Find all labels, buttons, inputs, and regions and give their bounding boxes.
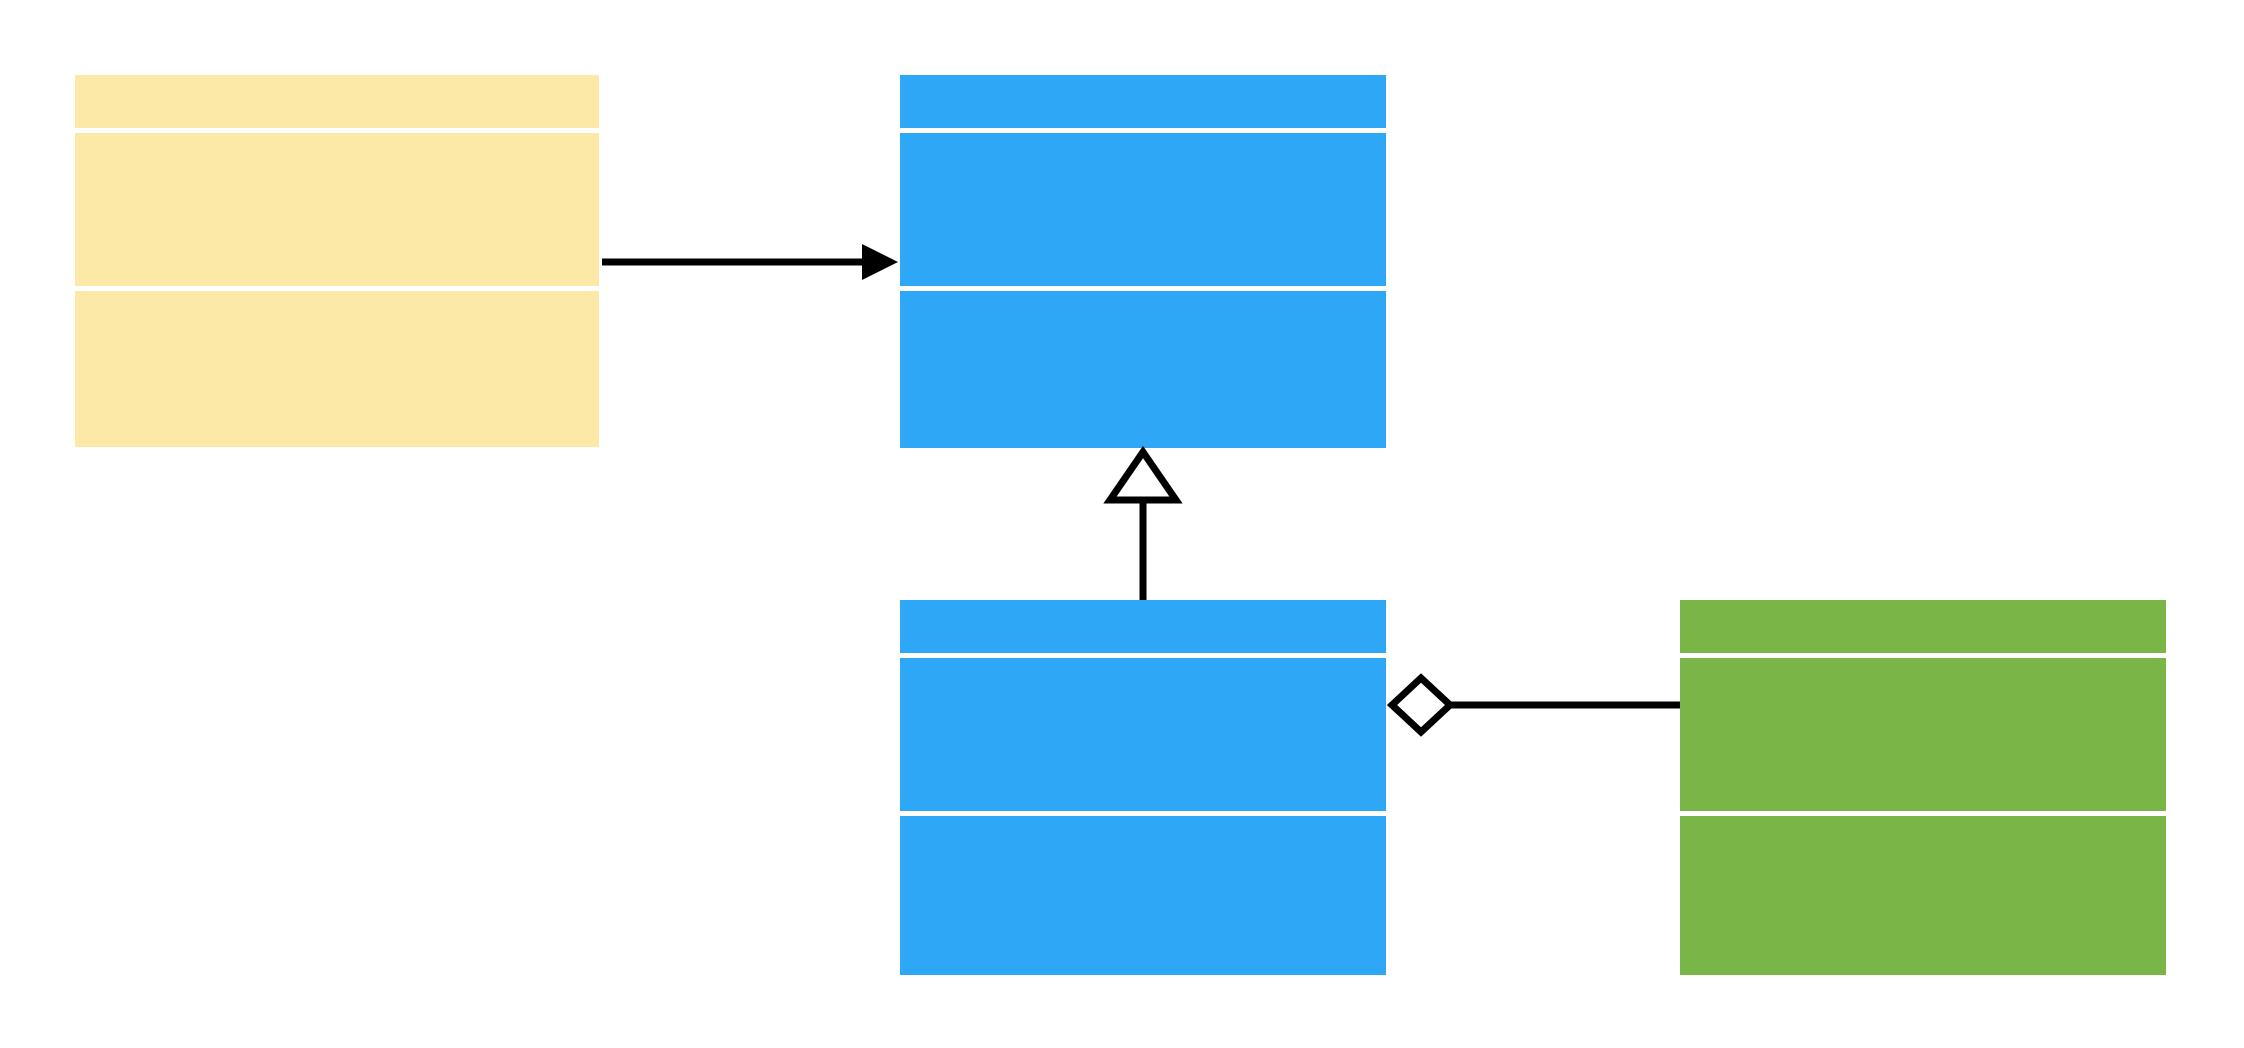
class-header-dispatcher [75, 75, 599, 128]
class-attributes-http-client [1680, 658, 2166, 811]
generalization-httpmonitor-monitor [1103, 445, 1183, 600]
class-box-monitor[interactable] [900, 75, 1386, 448]
class-attributes-dispatcher [75, 133, 599, 286]
class-box-http-monitor[interactable] [900, 600, 1386, 975]
class-attributes-monitor [900, 133, 1386, 286]
class-box-http-client[interactable] [1680, 600, 2166, 975]
class-methods-http-monitor [900, 816, 1386, 975]
class-methods-http-client [1680, 816, 2166, 975]
class-header-http-monitor [900, 600, 1386, 653]
class-header-monitor [900, 75, 1386, 128]
class-methods-monitor [900, 291, 1386, 448]
class-header-http-client [1680, 600, 2166, 653]
class-box-dispatcher[interactable] [75, 75, 599, 447]
hollow-diamond-icon [1386, 673, 1456, 737]
association-dispatcher-monitor [602, 244, 898, 280]
hollow-triangle-icon [1103, 445, 1183, 504]
filled-arrowhead-icon [862, 244, 898, 280]
class-attributes-http-monitor [900, 658, 1386, 811]
class-methods-dispatcher [75, 291, 599, 447]
aggregation-httpmonitor-httpclient [1386, 673, 1680, 737]
